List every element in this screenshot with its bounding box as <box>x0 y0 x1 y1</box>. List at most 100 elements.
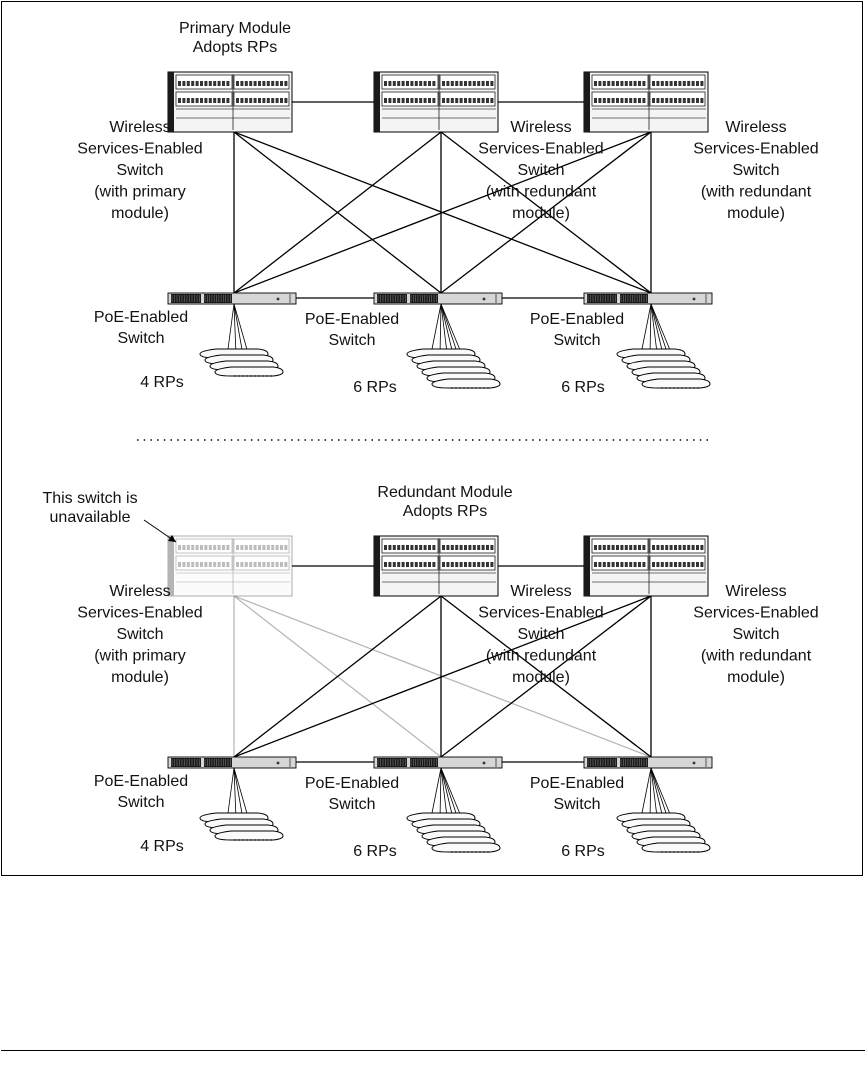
chassis-port <box>652 81 655 86</box>
rp-cable <box>439 303 442 356</box>
chassis-port <box>208 545 212 550</box>
chassis-port <box>455 81 459 86</box>
chassis-module-slot <box>175 538 233 554</box>
chassis-port <box>620 562 624 567</box>
poe-port-block <box>171 758 201 767</box>
wireless-switch-2 <box>373 71 499 133</box>
chassis-port <box>208 562 212 567</box>
poe-port-block <box>587 294 617 303</box>
chassis-port <box>397 81 401 86</box>
chassis-port <box>678 98 682 103</box>
chassis-port <box>607 81 611 86</box>
chassis-port <box>642 545 646 550</box>
chassis-port <box>602 545 606 550</box>
wireless-switch-label-line: Services-Enabled <box>77 141 202 158</box>
chassis-port <box>682 562 686 567</box>
chassis-module-slot <box>233 538 290 554</box>
chassis-port <box>414 98 418 103</box>
poe-port-block <box>410 758 438 767</box>
rp-stack-2 <box>406 303 501 389</box>
chassis-port <box>249 98 253 103</box>
chassis-port <box>459 98 463 103</box>
chassis-port <box>616 98 619 103</box>
chassis-port <box>432 545 436 550</box>
chassis-port <box>217 98 221 103</box>
chassis-port <box>244 81 248 86</box>
chassis-port <box>191 562 195 567</box>
chassis-port <box>633 98 637 103</box>
chassis-port <box>419 81 423 86</box>
chassis-port <box>486 98 489 103</box>
chassis-port <box>213 545 217 550</box>
chassis-port <box>682 98 686 103</box>
chassis-port <box>607 545 611 550</box>
wireless-switch-3 <box>583 535 709 597</box>
chassis-port <box>392 562 396 567</box>
rp-stack-3 <box>616 303 711 389</box>
chassis-port <box>481 545 485 550</box>
chassis-port <box>410 98 414 103</box>
wireless-switch-label-line: (with redundant <box>701 184 812 201</box>
chassis-port <box>406 562 409 567</box>
chassis-port <box>472 545 476 550</box>
wireless-switch-label-line: (with primary <box>94 648 186 665</box>
chassis-port <box>226 562 230 567</box>
wireless-switch-label-line: Switch <box>116 626 163 643</box>
chassis-port <box>388 98 392 103</box>
chassis-port <box>414 562 418 567</box>
chassis-port <box>633 562 637 567</box>
chassis-port <box>236 545 239 550</box>
chassis-port <box>594 545 597 550</box>
chassis-port <box>428 81 431 86</box>
wireless-switch-label-line: (with redundant <box>486 648 597 665</box>
chassis-port <box>423 81 427 86</box>
chassis-port <box>280 562 283 567</box>
chassis-port <box>700 545 704 550</box>
chassis-side-panel <box>168 536 174 596</box>
chassis-port <box>611 81 615 86</box>
radio-port <box>641 842 711 853</box>
rp-cable <box>649 767 652 820</box>
chassis-port <box>594 98 597 103</box>
rp-stack-3 <box>616 767 711 853</box>
chassis-side-panel <box>584 72 590 132</box>
chassis-port <box>674 562 677 567</box>
chassis-port <box>204 562 208 567</box>
chassis-port <box>240 81 244 86</box>
chassis-port <box>258 545 261 550</box>
wireless-switch-label-line: Switch <box>732 626 779 643</box>
unavailable-arrowhead <box>168 535 176 542</box>
chassis-port <box>200 98 203 103</box>
poe-led <box>482 761 486 765</box>
poe-port-block <box>204 758 232 767</box>
chassis-port <box>428 98 431 103</box>
chassis-port <box>266 81 270 86</box>
chassis-port <box>414 81 418 86</box>
chassis-port <box>464 562 467 567</box>
wireless-switch-label-line: Services-Enabled <box>77 605 202 622</box>
poe-port-block <box>204 294 232 303</box>
chassis-side-panel <box>168 72 174 132</box>
chassis-port <box>258 98 261 103</box>
chassis-port <box>217 562 221 567</box>
chassis-port <box>262 562 266 567</box>
chassis-port <box>419 545 423 550</box>
adopt-label-line: Adopts RPs <box>193 39 277 56</box>
chassis-port <box>271 98 275 103</box>
chassis-port <box>629 81 633 86</box>
chassis-port <box>249 562 253 567</box>
chassis-port <box>222 81 225 86</box>
rp-cable <box>233 767 237 820</box>
chassis-port <box>284 545 288 550</box>
chassis-port <box>236 562 239 567</box>
chassis-port <box>249 81 253 86</box>
chassis-port <box>253 81 257 86</box>
chassis-port <box>611 545 615 550</box>
poe-switch-2 <box>373 292 503 305</box>
rp-count-label: 4 RPs <box>140 838 184 855</box>
wireless-switch-label-line: Services-Enabled <box>693 141 818 158</box>
chassis-port <box>406 81 409 86</box>
